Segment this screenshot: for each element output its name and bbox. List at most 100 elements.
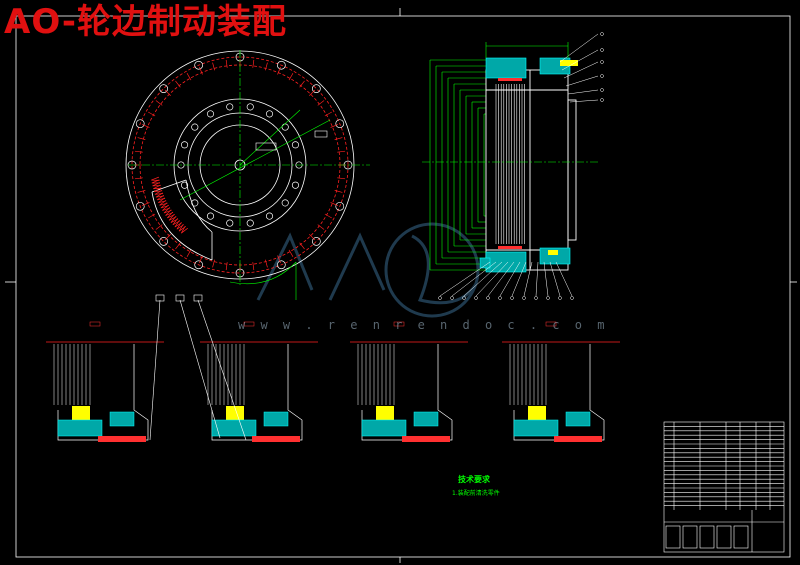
technical-requirements-heading: 技术要求 (458, 475, 490, 484)
leader-line (439, 261, 491, 297)
watermark-url: w w w . r e n r e n d o c . c o m (238, 318, 609, 332)
part-balloon (570, 296, 574, 300)
rim-tick (164, 89, 171, 96)
rim-tick (317, 100, 325, 106)
gear-tooth (152, 182, 161, 187)
bolt-hole (191, 123, 199, 131)
rim-tick (317, 224, 325, 230)
leader-line (535, 261, 539, 297)
rim-tick (277, 255, 281, 264)
detail-hatch (211, 419, 257, 437)
gear-tooth (154, 189, 164, 195)
top-dimension (485, 42, 569, 58)
rim-tick (277, 66, 281, 75)
gear-tooth (160, 202, 169, 209)
leader-line (463, 261, 503, 297)
gear-tooth (153, 187, 163, 192)
rim-tick (155, 100, 163, 106)
rim-tick (199, 66, 203, 75)
gear-tooth (151, 179, 161, 184)
scallop (159, 237, 168, 246)
detail-disc-pack (528, 406, 546, 420)
title-field (665, 525, 681, 549)
detail-hatch (565, 411, 591, 427)
gear-tooth (176, 222, 184, 230)
part-balloon (558, 296, 562, 300)
rim-tick (337, 177, 346, 180)
gear-tooth (156, 195, 166, 201)
part-balloon (546, 296, 550, 300)
rim-tick (309, 234, 316, 241)
gear-tooth (153, 184, 162, 190)
rim-tick (186, 249, 192, 257)
gear-tooth (158, 197, 167, 204)
bolt-hole (206, 110, 215, 118)
leader-line (561, 49, 599, 71)
bolt-hole (226, 103, 234, 111)
detail-hatch (413, 411, 439, 427)
part-balloon (498, 296, 502, 300)
gear-teeth (151, 176, 188, 234)
bolt-hole (281, 123, 289, 131)
title-field (733, 525, 749, 549)
rim-tick (137, 190, 146, 193)
leader-line (567, 89, 599, 95)
technical-requirements-line-1: 1.装配前清洗零件 (452, 490, 500, 497)
scallop (335, 201, 345, 211)
detail-disc-pack (226, 406, 244, 420)
view-label-box (314, 130, 328, 138)
center-lines (128, 50, 370, 300)
part-balloon (600, 74, 604, 78)
leader-line (451, 261, 497, 297)
bolt-hole (246, 219, 254, 227)
rim-tick (134, 150, 143, 153)
detail-view-2 (200, 321, 318, 442)
gear-tooth (151, 176, 160, 181)
leader-line (475, 261, 509, 297)
detail-disc-pack (72, 406, 90, 420)
rim-tick (137, 137, 146, 140)
title-block (663, 421, 785, 553)
detail-view-4 (502, 321, 620, 442)
bolt-yellow (548, 60, 578, 255)
rim-tick (324, 213, 332, 219)
leader-line (499, 261, 521, 297)
detail-view-1 (46, 321, 164, 442)
part-balloon (522, 296, 526, 300)
scallop (135, 201, 145, 211)
rim-tick (299, 242, 305, 250)
gear-tooth (165, 209, 174, 216)
part-balloon (450, 296, 454, 300)
gear-tooth (170, 216, 179, 223)
rim-tick (334, 137, 343, 140)
rim-tick (330, 124, 339, 128)
detail-hatch (361, 419, 407, 437)
hatched-parts (479, 57, 571, 273)
rim-tick (212, 62, 215, 71)
rim-tick (330, 202, 339, 206)
disc-pack (495, 84, 525, 244)
bolt-hole (291, 141, 299, 149)
detail-actuator (402, 436, 450, 442)
drawing-title: AO-轮边制动装配 (4, 2, 287, 42)
leader-line (523, 261, 533, 297)
leader-line (565, 75, 599, 87)
rim-tick (155, 224, 163, 230)
section-label-box (255, 142, 277, 151)
leader-line (555, 261, 573, 297)
gear-tooth (159, 200, 168, 206)
leader-line (511, 261, 527, 297)
detail-actuator (252, 436, 300, 442)
rim-tick (148, 111, 156, 117)
gear-tooth (174, 220, 182, 228)
rim-tick (288, 249, 294, 257)
seal-red (498, 78, 522, 249)
part-balloon (486, 296, 490, 300)
rim-tick (186, 73, 192, 81)
rim-tick (175, 242, 181, 250)
gear-tooth (162, 204, 171, 211)
detail-label-box (243, 321, 255, 327)
scallop (276, 260, 286, 270)
rim-tick (252, 59, 255, 68)
